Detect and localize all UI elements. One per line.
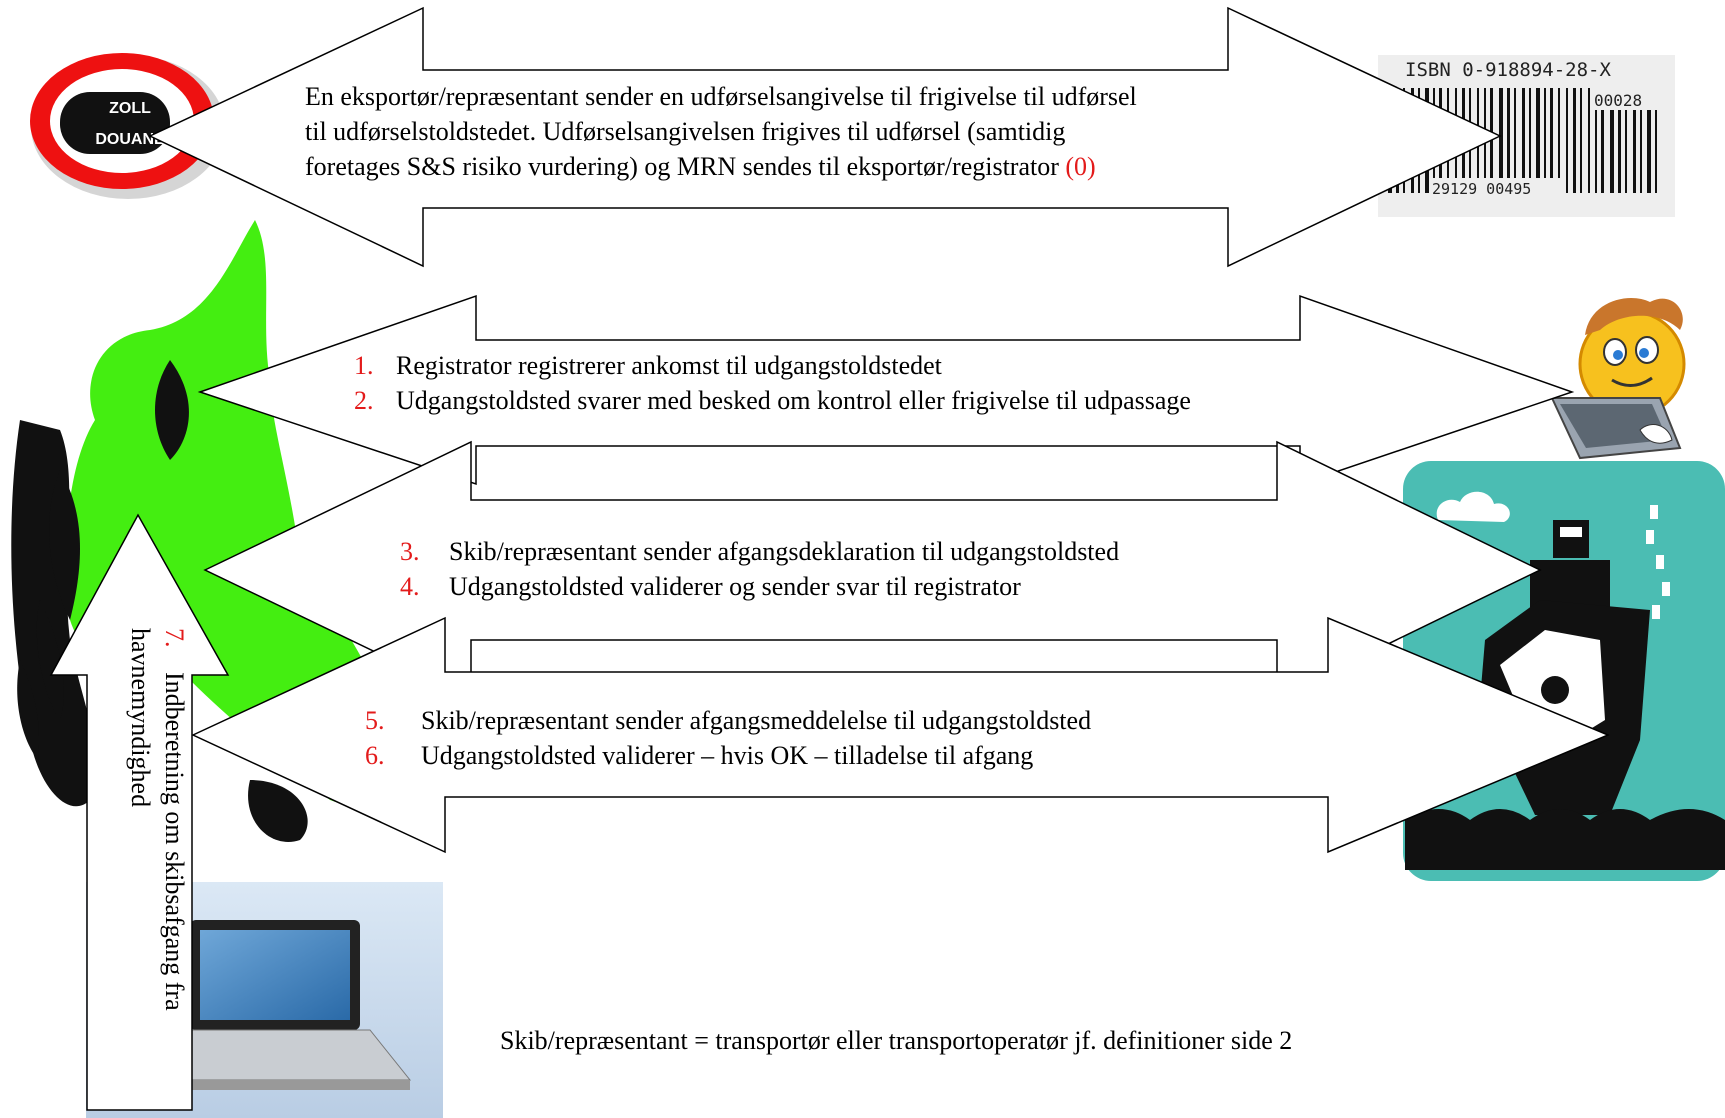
departure-declaration-text: 3. Skib/repræsentant sender afgangsdekla…	[400, 534, 1300, 604]
harbour-report-text: 7. Indberetning om skibsafgang fra havne…	[123, 628, 191, 1108]
customs-stop-sign-icon: ZOLL DOUANE	[30, 53, 225, 199]
step-text-2: Udgangstoldsted svarer med besked om kon…	[396, 386, 1191, 415]
step-number-2: 2.	[354, 386, 374, 415]
arrow-arrival-registration	[197, 294, 1575, 486]
step-text-6: Udgangstoldsted validerer – hvis OK – ti…	[421, 741, 1034, 770]
export-line-2: til udførselstoldstedet. Udførselsangive…	[305, 117, 1066, 146]
barcode-price: 00028	[1594, 91, 1642, 110]
step-text-3: Skib/repræsentant sender afgangsdeklarat…	[449, 537, 1120, 566]
export-line-1: En eksportør/repræsentant sender en udfø…	[305, 82, 1137, 111]
step-text-1: Registrator registrerer ankomst til udga…	[396, 351, 942, 380]
export-declaration-text: En eksportør/repræsentant sender en udfø…	[305, 79, 1365, 184]
list-item: 6. Udgangstoldsted validerer – hvis OK –…	[365, 738, 1285, 773]
arrow-harbour-report	[49, 513, 230, 1111]
arrow-departure-declaration	[203, 440, 1542, 700]
isbn-label: ISBN 0-918894-28-X	[1405, 59, 1611, 81]
douane-label: DOUANE	[95, 131, 165, 148]
export-ref: (0)	[1065, 152, 1096, 181]
step-text-5: Skib/repræsentant sender afgangsmeddelel…	[421, 706, 1092, 735]
list-item: 2. Udgangstoldsted svarer med besked om …	[354, 383, 1414, 418]
export-line-3-wrap: foretages S&S risiko vurdering) og MRN s…	[305, 149, 1365, 184]
list-item: 4. Udgangstoldsted validerer og sender s…	[400, 569, 1300, 604]
arrow-export-declaration	[148, 6, 1502, 268]
step-text-4: Udgangstoldsted validerer og sender svar…	[449, 572, 1021, 601]
arrival-registration-text: 1. Registrator registrerer ankomst til u…	[354, 348, 1414, 418]
step-number-6: 6.	[365, 741, 385, 770]
step-number-4: 4.	[400, 572, 420, 601]
list-item: 5. Skib/repræsentant sender afgangsmedde…	[365, 703, 1285, 738]
step-number-1: 1.	[354, 351, 374, 380]
step-number-5: 5.	[365, 706, 385, 735]
export-line-3: foretages S&S risiko vurdering) og MRN s…	[305, 152, 1066, 181]
footnote: Skib/repræsentant = transportør eller tr…	[500, 1026, 1293, 1055]
step-number-7: 7.	[160, 628, 189, 648]
list-item: 1. Registrator registrerer ankomst til u…	[354, 348, 1414, 383]
departure-notification-text: 5. Skib/repræsentant sender afgangsmedde…	[365, 703, 1285, 773]
smiley-laptop-icon	[1550, 298, 1686, 460]
list-item: 3. Skib/repræsentant sender afgangsdekla…	[400, 534, 1300, 569]
step-number-3: 3.	[400, 537, 420, 566]
zoll-label: ZOLL	[109, 100, 151, 117]
barcode-number: 29129 00495	[1432, 180, 1531, 198]
arrow-departure-notification	[191, 616, 1610, 854]
step-text-7: Indberetning om skibsafgang fra havnemyn…	[126, 628, 189, 1011]
